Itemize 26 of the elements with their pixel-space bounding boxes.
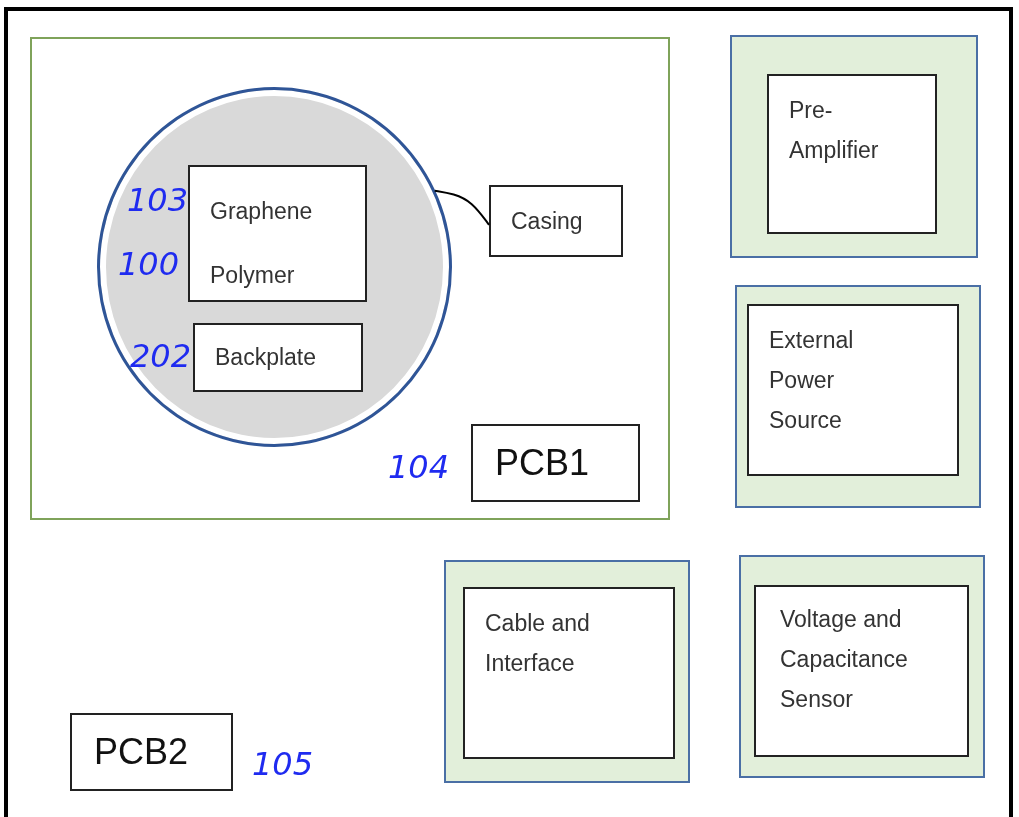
component-label: Backplate: [215, 343, 317, 372]
component-label: Voltage and Capacitance Sensor: [780, 605, 909, 714]
callout-number: 100: [118, 245, 180, 283]
board-panel: [30, 37, 670, 520]
module-panel: [730, 35, 978, 258]
component-box: [767, 74, 937, 234]
module-panel: [444, 560, 690, 783]
module-panel: [735, 285, 981, 508]
component-box: [489, 185, 623, 257]
component-box: [747, 304, 959, 476]
component-label: External Power Source: [769, 326, 855, 435]
component-box: [463, 587, 675, 759]
connector-line: [433, 189, 490, 226]
component-label: Pre- Amplifier: [789, 96, 880, 165]
callout-number: 103: [127, 181, 189, 219]
component-label: Polymer: [210, 261, 296, 290]
callout-number: 202: [130, 337, 192, 375]
component-box: [754, 585, 969, 757]
callout-number: 105: [252, 745, 314, 783]
component-label: Graphene: [210, 197, 314, 226]
callout-number: 104: [388, 448, 450, 486]
component-label: Casing: [511, 207, 584, 236]
component-label: Cable and Interface: [485, 609, 591, 678]
board-label: PCB2: [94, 730, 190, 774]
board-label: PCB1: [495, 441, 591, 485]
module-panel: [739, 555, 985, 778]
